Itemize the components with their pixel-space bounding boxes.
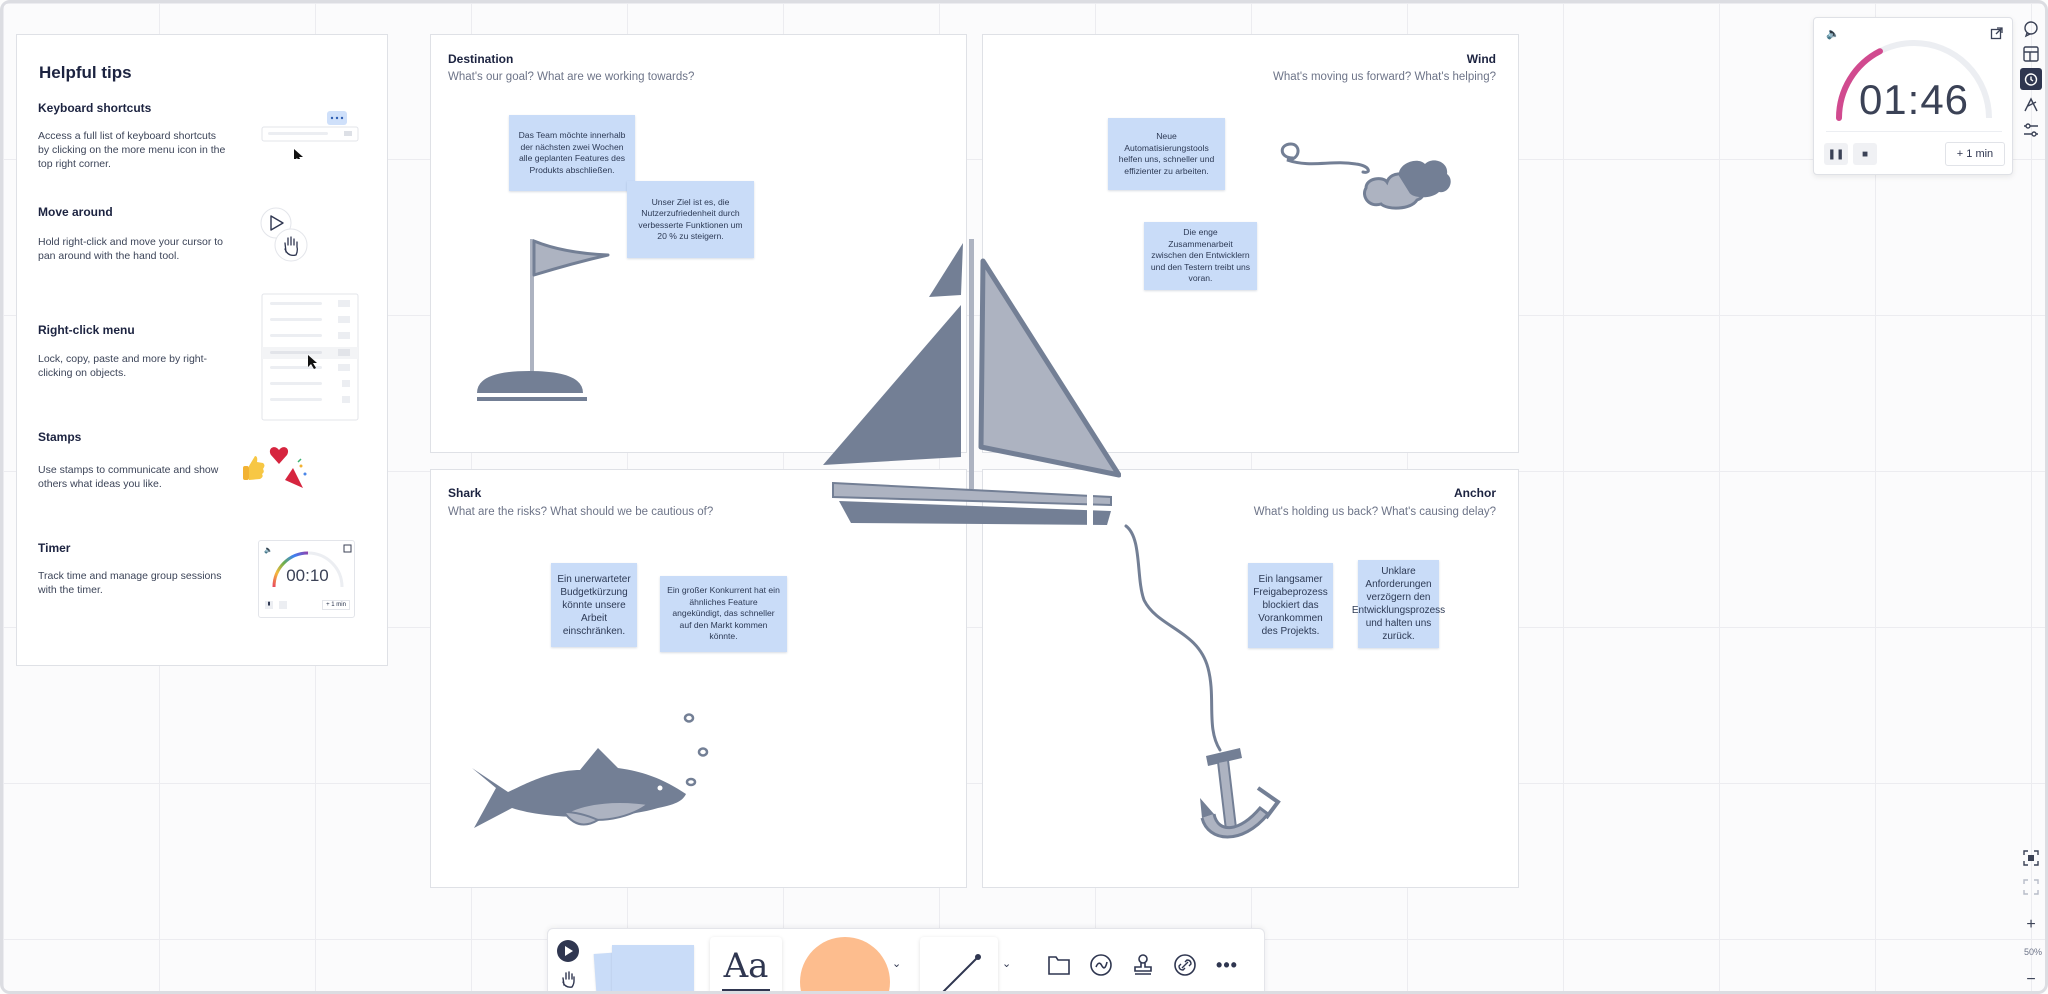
tip-heading: Right-click menu <box>38 323 135 337</box>
thumbs-up-icon <box>243 456 265 480</box>
shape-tool[interactable] <box>800 937 890 991</box>
tip-text: Access a full list of keyboard shortcuts… <box>38 130 226 170</box>
sticky-note[interactable]: Das Team möchte innerhalb der nächsten z… <box>509 115 635 191</box>
mini-timer-illustration: 🔈 00:10 ▮ + 1 min <box>258 540 355 618</box>
timer-icon[interactable] <box>2020 68 2042 90</box>
frame-subtitle-anchor: What's holding us back? What's causing d… <box>1253 506 1496 518</box>
mini-timer-dial: 🔈 <box>264 544 352 588</box>
select-tool-icon[interactable] <box>556 939 580 963</box>
sticky-note[interactable]: Unser Ziel ist es, die Nutzerzufriedenhe… <box>627 181 754 258</box>
settings-sliders-icon[interactable] <box>2022 121 2040 139</box>
timer-progress-dial <box>1836 40 1992 121</box>
frame-title-destination: Destination <box>448 52 514 66</box>
zoom-level[interactable]: 50% <box>2023 947 2042 957</box>
sticky-note[interactable]: Ein langsamer Freigabeprozess blockiert … <box>1248 563 1333 648</box>
comments-icon[interactable] <box>2022 20 2040 38</box>
line-tool-icon <box>942 954 981 991</box>
tip-timer: Timer Track time and manage group sessio… <box>38 540 378 618</box>
stamp-tool-icon[interactable] <box>1130 952 1156 978</box>
frame-subtitle-shark: What are the risks? What should we be ca… <box>448 506 714 518</box>
frame-subtitle-destination: What's our goal? What are we working tow… <box>448 71 695 83</box>
tip-heading: Stamps <box>38 430 82 444</box>
tip-text: Hold right-click and move your cursor to… <box>38 236 223 262</box>
tip-right-click-menu: Right-click menu Lock, copy, paste and m… <box>38 293 378 421</box>
tip-move-around: Move around Hold right-click and move yo… <box>38 205 378 263</box>
bottom-toolbar: Aa ⌄ ⌄ ••• <box>547 928 1265 991</box>
fit-selection-icon[interactable] <box>2022 878 2040 896</box>
tip-heading: Move around <box>38 205 113 219</box>
more-tools-icon[interactable]: ••• <box>1216 954 1238 975</box>
sailboat-illustration <box>823 239 1121 525</box>
shark-illustration <box>472 713 709 828</box>
tip-heading: Timer <box>38 541 71 555</box>
tip-stamps: Stamps Use stamps to communicate and sho… <box>38 430 378 491</box>
timer-widget[interactable]: 🔈 01:46 ❚❚ ■ + 1 min <box>1813 17 2013 175</box>
context-menu-illustration <box>261 293 359 421</box>
sticky-note[interactable]: Ein großer Konkurrent hat ein ähnliches … <box>660 576 787 652</box>
keyboard-shortcut-illustration <box>261 111 359 159</box>
tip-text: Use stamps to communicate and show other… <box>38 464 219 490</box>
frame-title-anchor: Anchor <box>1454 486 1496 500</box>
fit-to-screen-icon[interactable] <box>2022 849 2040 867</box>
presentation-icon[interactable] <box>2022 96 2040 114</box>
pause-button[interactable]: ❚❚ <box>1824 143 1848 165</box>
sticky-note[interactable]: Ein unerwarteter Budgetkürzung könnte un… <box>551 563 637 647</box>
sticky-note[interactable]: Neue Automatisierungstools helfen uns, s… <box>1108 118 1225 190</box>
frame-subtitle-wind: What's moving us forward? What's helping… <box>1273 71 1496 83</box>
text-tool-icon: Aa <box>723 946 769 986</box>
line-tool[interactable] <box>920 937 998 991</box>
pan-hand-illustration <box>260 207 308 262</box>
frame-title-wind: Wind <box>1466 52 1496 66</box>
volume-icon[interactable]: 🔈 <box>1826 28 1840 40</box>
party-popper-icon <box>285 458 307 488</box>
zoom-in-button[interactable]: + <box>2026 916 2036 933</box>
templates-icon[interactable] <box>2022 45 2040 63</box>
link-tool-icon[interactable] <box>1172 952 1198 978</box>
flag-illustration <box>477 239 610 401</box>
stop-button[interactable]: ■ <box>1853 143 1877 165</box>
frame-title-shark: Shark <box>448 486 482 500</box>
pen-tool-icon[interactable] <box>1088 952 1114 978</box>
stamps-illustration <box>243 447 307 488</box>
wind-clouds-illustration <box>1280 142 1451 210</box>
timer-value: 01:46 <box>1858 76 1970 123</box>
sticky-note[interactable]: Die enge Zusammenarbeit zwischen den Ent… <box>1144 222 1257 290</box>
frame-tool-icon[interactable] <box>1046 953 1072 977</box>
svg-text:🔈: 🔈 <box>264 546 273 554</box>
tip-text: Lock, copy, paste and more by right-clic… <box>38 353 208 379</box>
line-options-chevron-icon[interactable]: ⌄ <box>1002 958 1012 970</box>
tips-title: Helpful tips <box>39 63 132 82</box>
anchor-illustration <box>1124 524 1281 839</box>
popout-icon[interactable] <box>1990 26 2004 40</box>
tip-keyboard-shortcuts: Keyboard shortcuts Access a full list of… <box>38 101 378 171</box>
tip-text: Track time and manage group sessions wit… <box>38 570 222 596</box>
text-tool[interactable]: Aa <box>710 937 782 991</box>
hand-tool-icon[interactable] <box>558 969 578 989</box>
shape-options-chevron-icon[interactable]: ⌄ <box>892 958 902 970</box>
frame-shark[interactable] <box>430 469 967 888</box>
sticky-note-tool[interactable] <box>593 943 694 991</box>
zoom-out-button[interactable]: − <box>2026 971 2036 988</box>
tip-heading: Keyboard shortcuts <box>38 101 152 115</box>
sticky-note[interactable]: Unklare Anforderungen verzögern den Entw… <box>1352 560 1445 648</box>
mini-timer-value: 00:10 <box>286 566 329 585</box>
mini-timer-plus: + 1 min <box>322 600 350 610</box>
add-minute-button[interactable]: + 1 min <box>1945 142 2005 166</box>
